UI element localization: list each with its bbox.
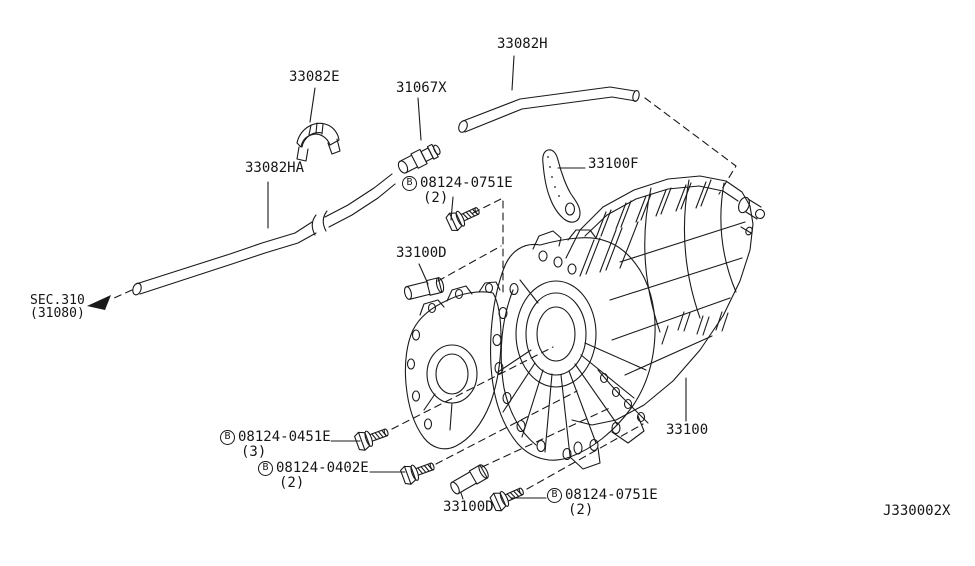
section-reference: SEC.310 (31080) <box>30 294 85 320</box>
circled-b-icon: B <box>220 430 235 445</box>
sec-310-arrow-icon <box>87 295 111 310</box>
bolt-quantity: (3) <box>241 444 267 460</box>
circled-b-icon: B <box>547 488 562 503</box>
label-part-33100D-bottom: 33100D <box>443 499 494 515</box>
bolt-part-number: 08124-0751E <box>420 175 513 191</box>
transfer-case-adapter-plate-drawing <box>404 281 502 450</box>
diagram-code: J330002X <box>883 503 951 519</box>
label-part-33100: 33100 <box>666 422 709 438</box>
bolt-part-number: 08124-0451E <box>238 429 331 445</box>
bolt-quantity: (2) <box>279 475 305 491</box>
label-bolt-08124-0402E: B 08124-0402E (2) <box>258 461 369 491</box>
label-part-33100D-top: 33100D <box>396 245 447 261</box>
label-leader-lines <box>267 55 687 500</box>
label-part-33082H: 33082H <box>497 36 548 52</box>
dashed-assembly-lines <box>111 97 737 490</box>
bolt-part-number: 08124-0751E <box>565 487 658 503</box>
bolt-08124-0402E-drawing <box>399 456 438 487</box>
dowel-pin-33100D-bottom-drawing <box>447 462 491 497</box>
section-reference-line1: SEC.310 <box>30 293 85 308</box>
label-bolt-08124-0751E-bottom: B 08124-0751E (2) <box>547 488 658 518</box>
bolt-quantity: (2) <box>423 190 449 206</box>
bolt-08124-0751E-bottom-drawing <box>488 481 528 514</box>
bolt-quantity: (2) <box>568 502 594 518</box>
bolt-08124-0451E-drawing <box>353 422 392 453</box>
label-part-33082E: 33082E <box>289 69 340 85</box>
connector-31067X-drawing <box>397 143 441 174</box>
tube-33082HA-drawing <box>132 173 396 296</box>
circled-b-icon: B <box>258 461 273 476</box>
tube-33082H-drawing <box>458 86 640 133</box>
label-part-33100F: 33100F <box>588 156 639 172</box>
bolt-08124-0751E-top-drawing <box>444 201 484 234</box>
bracket-33100F-drawing <box>542 149 581 223</box>
label-bolt-08124-0751E-top: B 08124-0751E (2) <box>402 176 513 206</box>
bolt-part-number: 08124-0402E <box>276 460 369 476</box>
clamp-33082E-drawing <box>296 122 341 162</box>
transfer-case-front-plate-drawing <box>490 229 656 470</box>
transfer-case-rear-housing-drawing <box>565 175 766 426</box>
label-part-33082HA: 33082HA <box>245 160 305 176</box>
circled-b-icon: B <box>402 176 417 191</box>
label-bolt-08124-0451E: B 08124-0451E (3) <box>220 430 331 460</box>
section-reference-line2: (31080) <box>30 306 85 321</box>
label-part-31067X: 31067X <box>396 80 447 96</box>
